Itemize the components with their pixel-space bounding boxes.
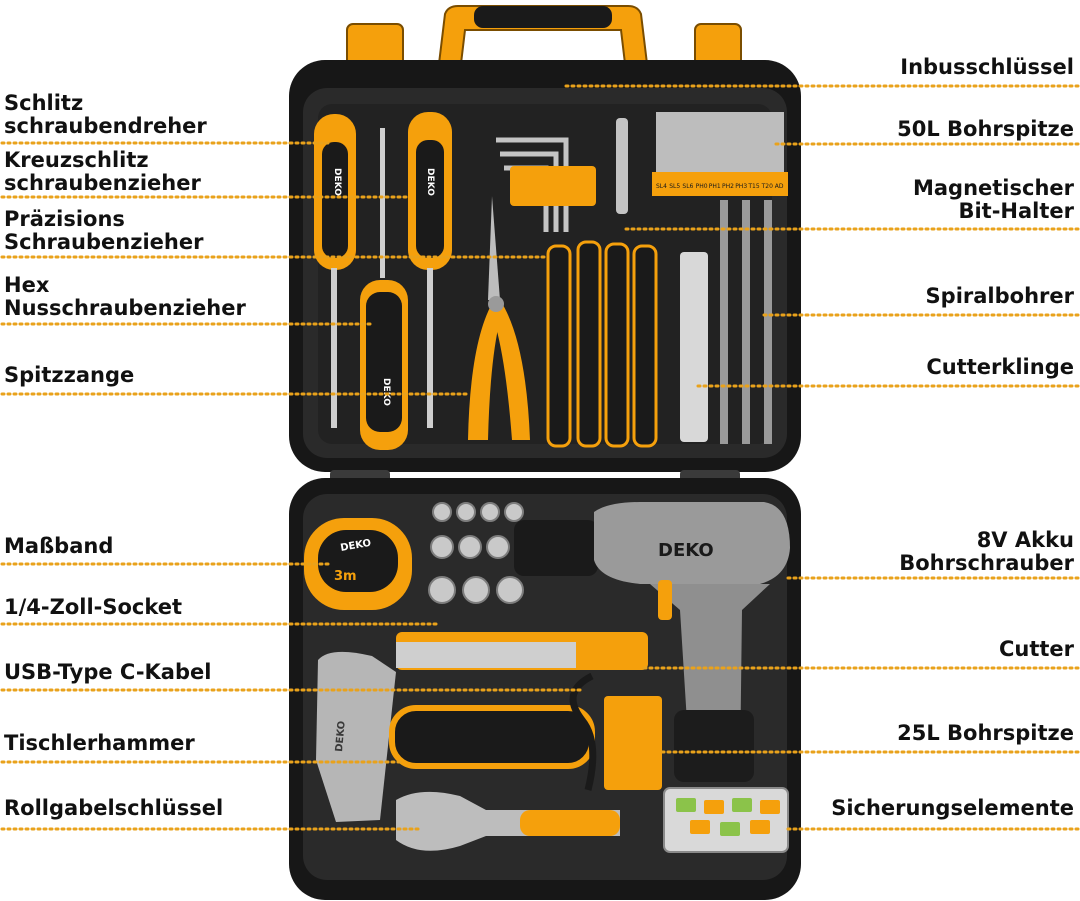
- bit-code: T20: [761, 183, 773, 190]
- usb-c-cable: [569, 672, 597, 791]
- label-line: Schlitz: [4, 91, 84, 115]
- bit-code: PH1: [709, 183, 721, 190]
- label-line: Präzisions: [4, 207, 125, 231]
- label-bits50: 50L Bohrspitze: [897, 118, 1074, 141]
- bit-code: PH0: [696, 183, 708, 190]
- label-line: Tischlerhammer: [4, 731, 195, 755]
- label-anchors: Sicherungselemente: [831, 797, 1074, 820]
- brand-logo-drill: DEKO: [658, 540, 714, 561]
- brand-logo-tape: DEKO: [340, 538, 372, 554]
- label-line: Magnetischer: [912, 176, 1074, 200]
- adjustable-wrench: [396, 791, 620, 851]
- label-usb: USB-Type C-Kabel: [4, 661, 211, 684]
- needle-nose-pliers: [468, 196, 530, 440]
- label-line: Spitzzange: [4, 363, 135, 387]
- label-line: Hex: [4, 273, 50, 297]
- label-line: Cutter: [998, 637, 1074, 661]
- cordless-drill: [514, 502, 790, 782]
- cutter-blades: [680, 252, 708, 442]
- bit-code: T15: [747, 183, 759, 190]
- label-pliers: Spitzzange: [4, 364, 134, 387]
- bit-code: SL4: [656, 183, 667, 190]
- label-line: Cutterklinge: [926, 355, 1074, 379]
- label-line: Nusschraubenzieher: [4, 296, 246, 320]
- screwdriver-flathead: [314, 114, 356, 428]
- label-line: 8V Akku: [976, 528, 1074, 552]
- screwdriver-hexnut: [360, 128, 408, 450]
- precision-screwdrivers: [546, 240, 658, 448]
- label-hammer: Tischlerhammer: [4, 732, 195, 755]
- label-line: Maßband: [4, 534, 114, 558]
- label-line: Schraubenzieher: [4, 230, 204, 254]
- label-line: Sicherungselemente: [831, 796, 1074, 820]
- bit-code: AD: [775, 183, 784, 190]
- label-line: Bohrschrauber: [899, 551, 1074, 575]
- bit-rack-25: [604, 696, 662, 790]
- label-line: USB-Type C-Kabel: [4, 660, 212, 684]
- label-line: schraubenzieher: [4, 171, 201, 195]
- label-bits25: 25L Bohrspitze: [897, 722, 1074, 745]
- brand-logo-lid-right: DEKO: [425, 168, 435, 196]
- label-cutter: Cutter: [999, 638, 1074, 661]
- tape-measure: [304, 518, 412, 610]
- label-blade: Cutterklinge: [926, 356, 1074, 379]
- brand-logo-hexnut: DEKO: [381, 378, 391, 406]
- allen-key-holder: [510, 166, 596, 206]
- wall-anchor-box: [663, 787, 789, 853]
- twist-drills: [720, 200, 772, 444]
- brand-logo-hammer: DEKO: [334, 720, 348, 752]
- label-line: 50L Bohrspitze: [897, 117, 1074, 141]
- case-handle: [436, 5, 650, 73]
- label-socket: 1/4-Zoll-Socket: [4, 596, 182, 619]
- label-allen: Inbusschlüssel: [900, 56, 1074, 79]
- utility-cutter: [396, 632, 648, 670]
- bit-code: PH2: [722, 183, 734, 190]
- bit-code: SL5: [669, 183, 680, 190]
- tape-size: 3m: [334, 569, 357, 584]
- screwdriver-phillips: [408, 112, 452, 428]
- bit-code: SL6: [682, 183, 693, 190]
- magnetic-bit-holder: [616, 118, 628, 214]
- label-line: Kreuzschlitz: [4, 148, 149, 172]
- bit-code: PH3: [735, 183, 747, 190]
- label-line: Bit-Halter: [958, 199, 1074, 223]
- label-wrench: Rollgabelschlüssel: [4, 797, 223, 820]
- label-line: Spiralbohrer: [925, 284, 1074, 308]
- label-line: Rollgabelschlüssel: [4, 796, 224, 820]
- label-tape: Maßband: [4, 535, 113, 558]
- bit-rack-50: [652, 112, 788, 196]
- label-twistdrill: Spiralbohrer: [926, 285, 1074, 308]
- claw-hammer: [316, 651, 595, 822]
- label-line: 1/4-Zoll-Socket: [4, 595, 183, 619]
- label-line: Inbusschlüssel: [900, 55, 1074, 79]
- brand-logo-lid-left: DEKO: [332, 168, 342, 196]
- label-line: 25L Bohrspitze: [897, 721, 1074, 745]
- label-line: schraubendreher: [4, 114, 207, 138]
- label-leaders: [0, 84, 1080, 831]
- socket-set: [428, 502, 524, 604]
